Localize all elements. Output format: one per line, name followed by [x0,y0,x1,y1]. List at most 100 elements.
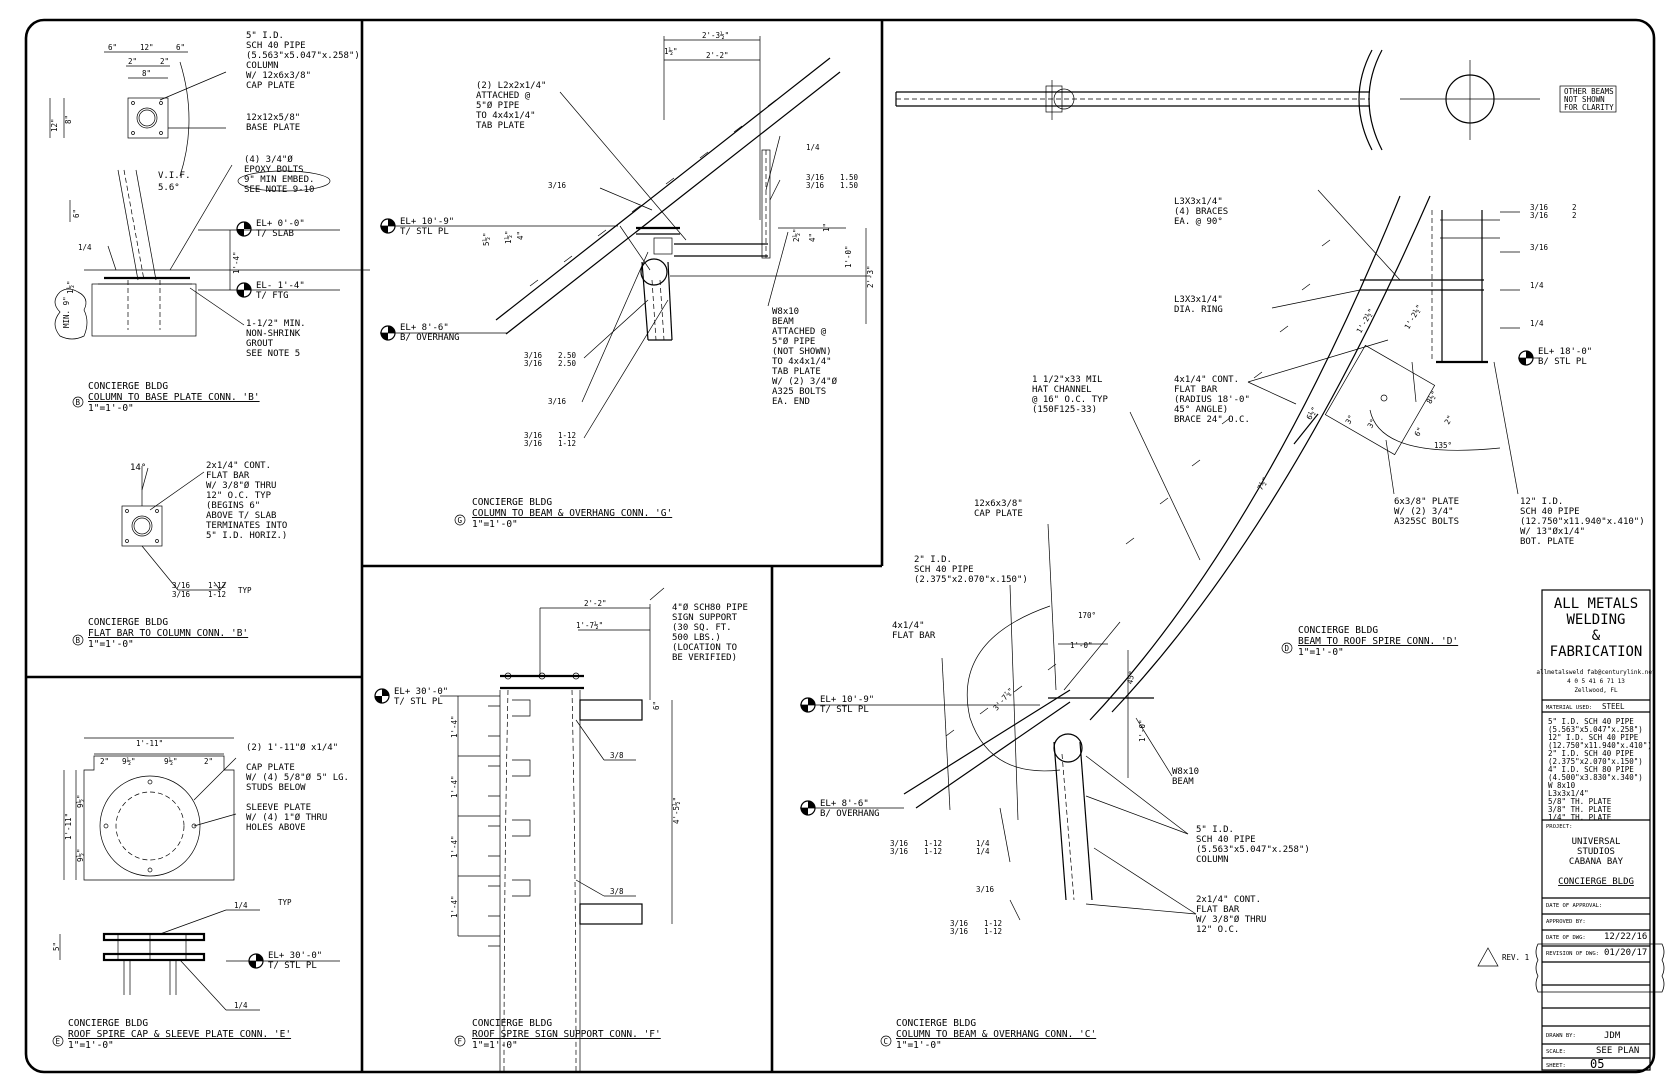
svg-text:1'-4": 1'-4" [450,895,459,918]
e-weld-typ: TYP [278,898,292,907]
g-weld-13: 3/16 [524,439,543,448]
e-dim-6: 1'-11" [64,813,73,840]
e-cap-3: W/ (4) 5/8"Ø 5" LG. [246,772,349,783]
d-flat-5: BRACE 24" O.C. [1174,415,1250,425]
d-dim-8: 6" [1413,426,1425,438]
g-dim-3: 1½" [664,47,678,56]
c-cap-1: 12x6x3/8" [974,499,1023,509]
svg-text:8½": 8½" [1425,389,1440,405]
g-weld-10: 2.50 [558,359,577,368]
project-building: CONCIERGE BLDG [1558,877,1634,887]
e-dim-1: 1'-11" [136,739,163,748]
g-beam-note-1: W8x10 [772,307,799,317]
c-dim-3: 3'-7⅞" [991,686,1015,713]
approved-by-label: APPROVED BY: [1546,919,1586,925]
c-weld-10: 1-12 [984,919,1002,928]
b1-dim-1: 6" [108,43,117,52]
b2-scale: 1"=1'-0" [88,639,134,650]
material-6: (2.375"x2.070"x.150") [1548,757,1643,766]
d-pipe-4: W/ 13"Øx1/4" [1520,526,1585,537]
d-el-1: EL+ 18'-0" [1538,347,1592,357]
g-beam-note-8: W/ (2) 3/4"Ø [772,376,838,387]
g-weld-7: 3/16 [524,351,543,360]
revision-marker: REV. 1 [1477,947,1529,967]
c-dim-4: 45° [1125,670,1136,685]
d-flat-3: (RADIUS 18'-0" [1174,395,1250,405]
b1-el-ftg-1: EL- 1'-4" [256,281,305,291]
f-dim-1: 2'-2" [584,599,607,608]
b1-grout-1: 1-1/2" MIN. [246,319,306,329]
e-sleeve-2: W/ (4) 1"Ø THRU [246,812,327,823]
b1-dim-9: 6" [72,209,81,218]
g-weld-11: 3/16 [548,397,567,406]
d-dim-4: 3" [1344,413,1356,425]
g-dim-5: 1½" [504,230,513,244]
b2-note-3: W/ 3/8"Ø THRU [206,480,276,491]
svg-text:12x12x5/8"BASE PLATE: 12x12x5/8"BASE PLATE [246,113,300,133]
c-pipe2-2: SCH 40 PIPE [914,565,974,575]
b2-note-8: 5" I.D. HORIZ.) [206,531,287,541]
e-el-2: T/ STL PL [268,961,317,971]
svg-text:EL+ 0'-0"T/ SLAB: EL+ 0'-0"T/ SLAB [256,219,305,239]
g-dim-11: 2'-3" [866,265,875,288]
d-plate-3: A325SC BOLTS [1394,517,1459,527]
g-weld-3: 3/16 [806,181,825,190]
b2-note-4: 12" O.C. TYP [206,491,272,501]
d-braces-1: L3X3x1/4" [1174,197,1223,207]
c-beam-1: W8x10 [1172,767,1199,777]
svg-text:MIN. 9": MIN. 9" [62,296,71,328]
g-dim-9: 1" [822,223,831,232]
g-el-stl-2: T/ STL PL [400,227,449,237]
material-value: STEEL [1602,702,1625,711]
c-fb-1: 2x1/4" CONT. [1196,895,1261,905]
b1-bolt-note-1: (4) 3/4"Ø [244,154,293,165]
e-sleeve-1: SLEEVE PLATE [246,803,311,813]
f-weld-2: 3/8 [610,887,624,896]
d-el-2: B/ STL PL [1538,357,1587,367]
project-line-3: CABANA BAY [1569,857,1624,867]
d-dim-1: 1'-2½" [1355,307,1376,335]
b1-base-note-1: 12x12x5/8" [246,113,300,123]
svg-text:7½": 7½" [1256,475,1271,491]
d-dim-2: 1'-2½" [1403,303,1424,331]
material-label: MATERIAL USED: [1546,705,1592,711]
f-dim-6: 1'-4" [450,775,459,798]
c-el-stl-2: T/ STL PL [820,705,869,715]
material-2: (5.563"x5.047"x.258") [1548,725,1643,734]
material-9: W 8x10 [1548,781,1576,790]
e-dim-3: 9½" [122,757,136,766]
svg-text:DATE OF APPROVAL:APPROVED BY:D: DATE OF APPROVAL:APPROVED BY:DATE OF DWG… [1546,903,1602,1069]
g-beam-note-7: TAB PLATE [772,367,821,377]
material-10: L3x3x1/4" [1548,789,1589,798]
revision-label: REVISION OF DWG: [1546,951,1599,957]
b2-note-1: 2x1/4" CONT. [206,461,271,471]
svg-text:1'-4": 1'-4" [450,775,459,798]
c-fb-2: FLAT BAR [1196,905,1240,915]
f-dim-2: 1'-7½" [576,621,603,630]
d-pipe-5: BOT. PLATE [1520,537,1574,547]
svg-text:3/163/161-121-121/41/43/163/16: 3/163/161-121-121/41/43/163/163/161-121-… [890,839,1002,936]
svg-text:5" I.D. SCH 40 PIPE(5.563"x5.0: 5" I.D. SCH 40 PIPE(5.563"x5.047"x.258")… [1548,717,1652,822]
c-el-ovh-1: EL+ 8'-6" [820,799,869,809]
d-weld-7: 1/4 [1530,319,1544,328]
f-weld-1: 3/8 [610,751,624,760]
g-dim-10: 1'-0" [844,245,853,268]
svg-text:6": 6" [72,209,81,218]
material-11: 5/8" TH. PLATE [1548,797,1612,806]
g-dim-4: 5½" [482,232,491,246]
c-col-1: 5" I.D. [1196,825,1234,835]
svg-text:4x1/4"FLAT BAR: 4x1/4"FLAT BAR [892,621,936,641]
d-weld-3: 2 [1572,203,1577,212]
e-dim-9: 5" [52,942,61,951]
b1-dim-3: 6" [176,43,185,52]
c-pipe2-3: (2.375"x2.070"x.150") [914,575,1028,585]
b2-title-2: FLAT BAR TO COLUMN CONN. 'B' [88,628,248,639]
b1-grout-4: SEE NOTE 5 [246,349,300,359]
b1-vif-1: V.I.F. [158,171,191,181]
g-weld-1: 1/4 [806,143,820,152]
